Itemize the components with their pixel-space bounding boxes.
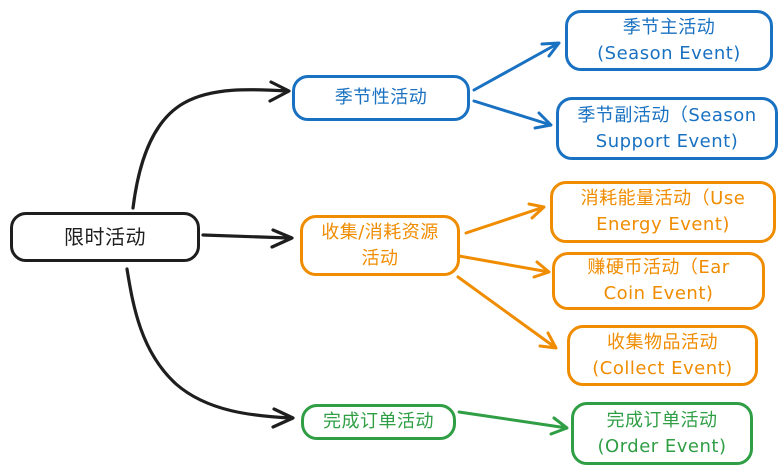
node-label: 季节性活动 [334, 87, 428, 108]
node-label-line2: (Season Event) [597, 42, 741, 64]
arrow-root-to-seasonal [131, 80, 291, 210]
node-season-main-event[interactable]: 季节主活动 (Season Event) [565, 10, 773, 71]
node-label-line2: (Order Event) [597, 435, 727, 457]
node-label-line2: Coin Event) [603, 283, 714, 304]
node-root-limited-time-event[interactable]: 限时活动 [10, 212, 200, 262]
node-label-line1: 赚硬币活动（Ear [587, 257, 730, 278]
node-season-support-event[interactable]: 季节副活动（Season Support Event) [556, 97, 778, 160]
arrow-root-to-order [125, 267, 295, 429]
node-use-energy-event[interactable]: 消耗能量活动（Use Energy Event) [550, 181, 776, 243]
node-complete-order-events[interactable]: 完成订单活动 [301, 404, 456, 440]
node-collect-items-event[interactable]: 收集物品活动 (Collect Event) [567, 325, 758, 386]
arrow-collect-consume-to-earn-coin [457, 254, 551, 279]
arrow-order-to-order-event [457, 410, 569, 436]
arrow-seasonal-to-season-support [472, 99, 553, 130]
node-label-line1: 收集/消耗资源 [321, 221, 439, 243]
node-label-line1: 消耗能量活动（Use [580, 188, 746, 209]
node-label-line2: 活动 [361, 247, 399, 269]
node-label: 限时活动 [64, 225, 146, 249]
node-label-line1: 完成订单活动 [606, 409, 718, 431]
arrow-collect-consume-to-use-energy [464, 202, 546, 235]
node-label: 完成订单活动 [323, 411, 434, 432]
node-order-event[interactable]: 完成订单活动 (Order Event) [571, 402, 753, 465]
node-seasonal-events[interactable]: 季节性活动 [292, 75, 470, 121]
node-label-line2: (Collect Event) [592, 357, 733, 379]
arrow-collect-consume-to-collect-items [456, 275, 558, 350]
arrow-root-to-collect-consume [201, 228, 294, 249]
node-label-line2: Energy Event) [596, 214, 730, 235]
node-label-line1: 季节副活动（Season [577, 104, 757, 126]
arrow-seasonal-to-season-main [472, 41, 561, 92]
node-earn-coin-event[interactable]: 赚硬币活动（Ear Coin Event) [552, 252, 765, 310]
node-collect-consume-resource-events[interactable]: 收集/消耗资源 活动 [300, 215, 460, 276]
node-label-line2: Support Event) [595, 130, 739, 152]
node-label-line1: 季节主活动 [622, 16, 716, 38]
node-label-line1: 收集物品活动 [607, 331, 718, 353]
